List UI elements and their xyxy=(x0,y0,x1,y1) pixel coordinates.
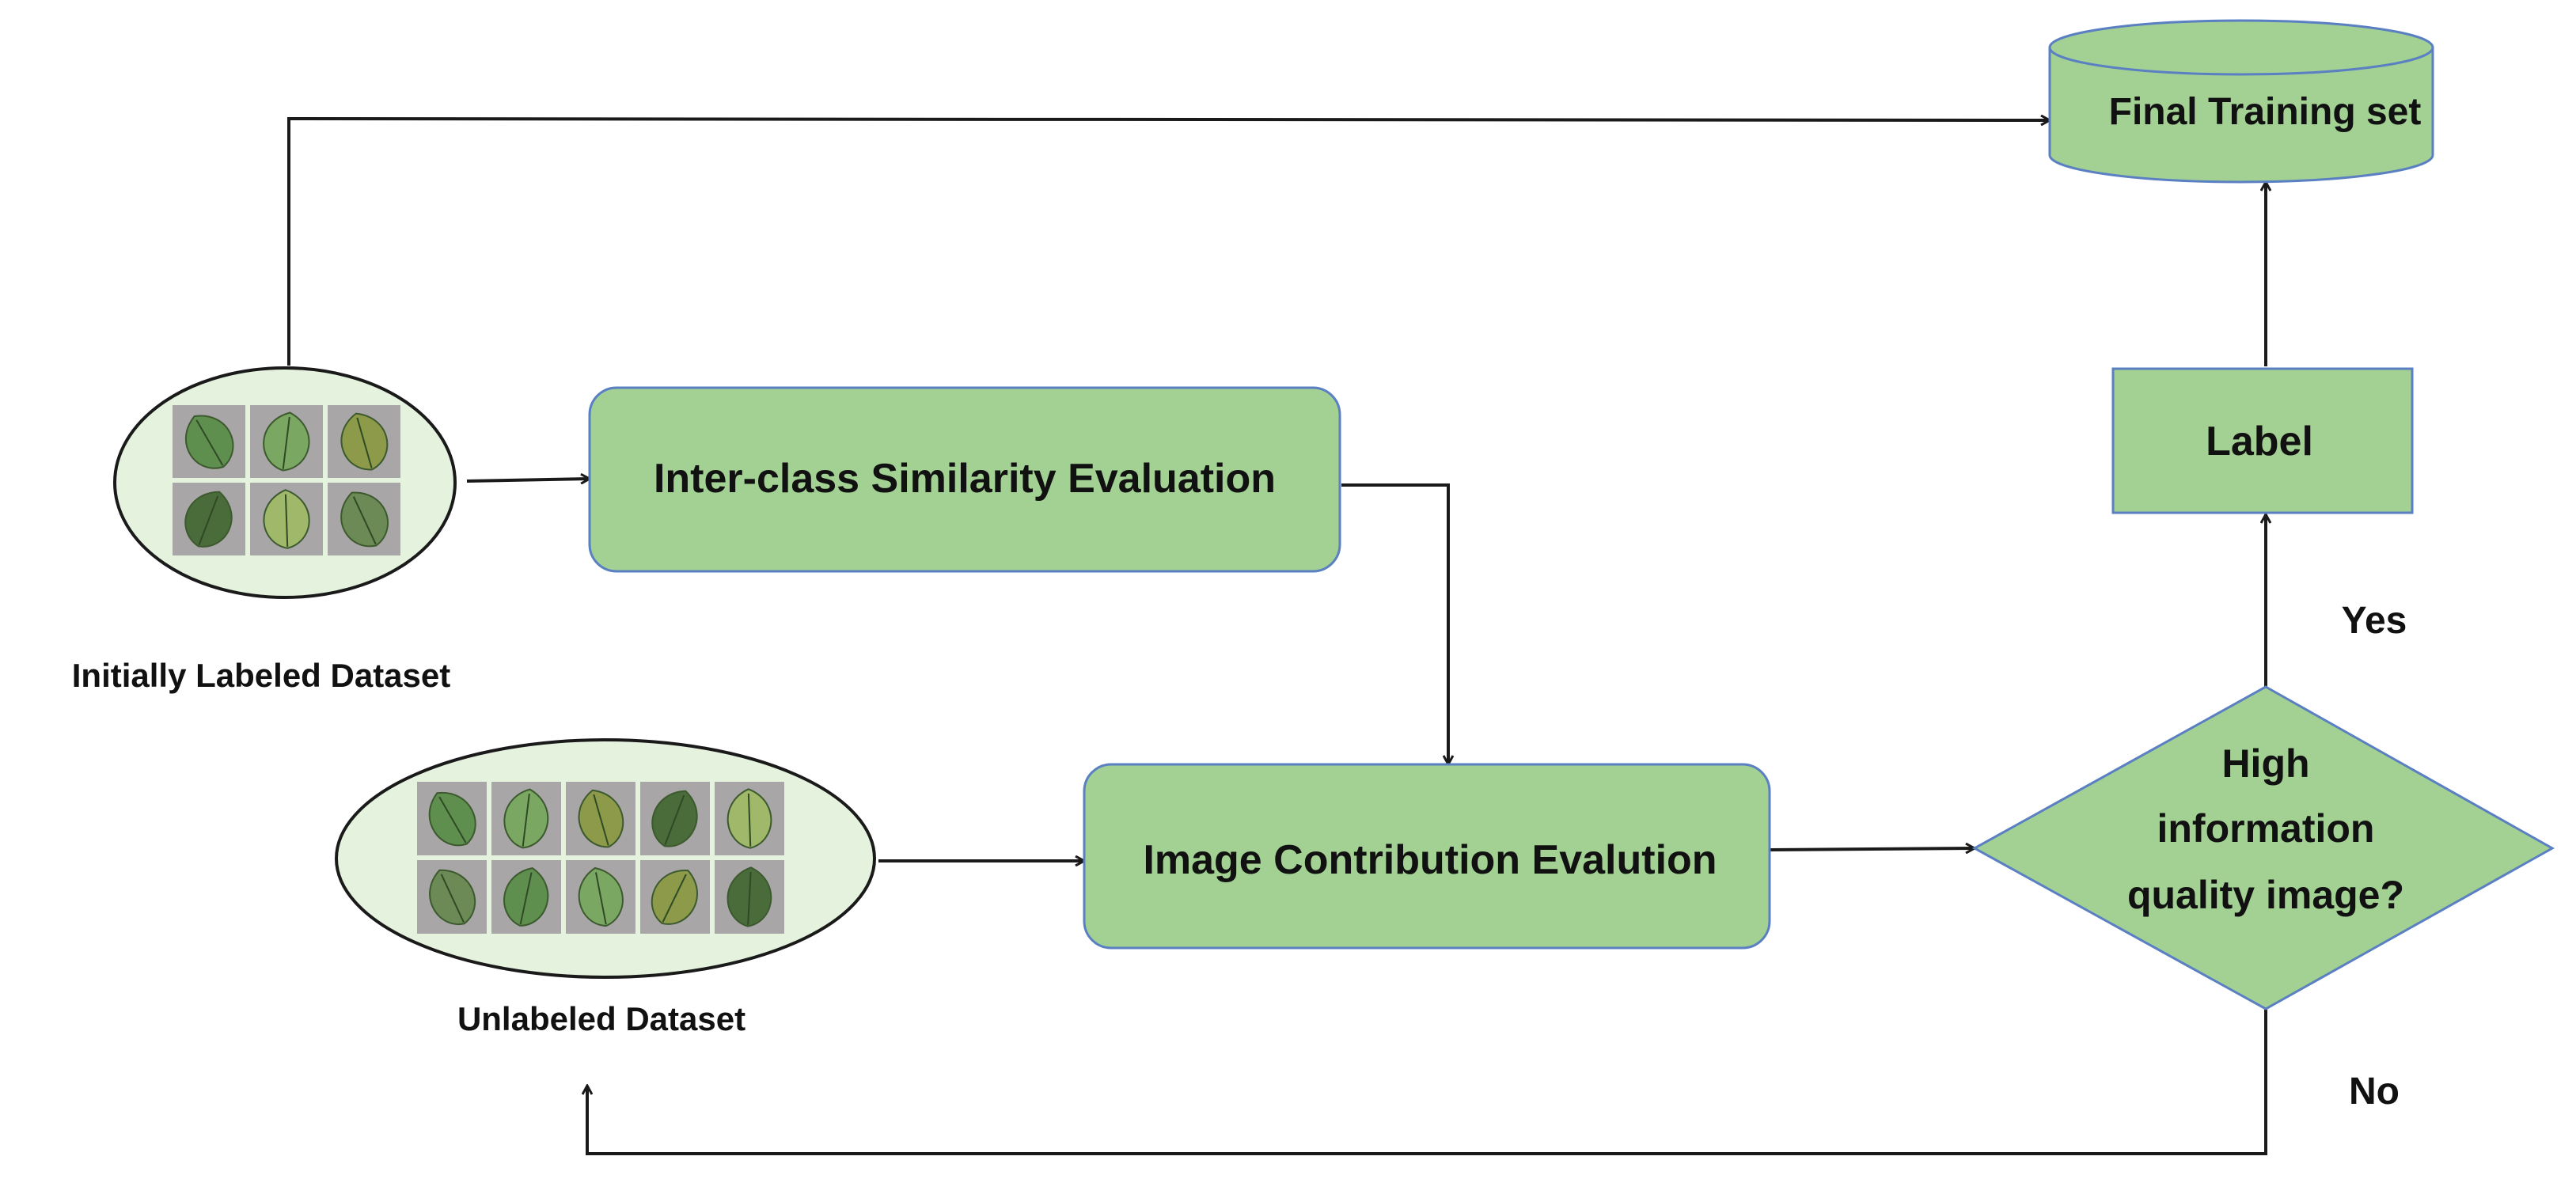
leaf-vein xyxy=(352,496,377,545)
leaf-vein xyxy=(284,494,289,547)
edge-decision-no-loop xyxy=(587,1009,2267,1155)
leaf-thumbnail xyxy=(640,860,710,934)
leaf-vein xyxy=(282,416,290,469)
decision-line-2: information xyxy=(2157,806,2375,851)
leaf-thumbnail xyxy=(640,782,710,855)
label-text: Label xyxy=(2206,419,2313,464)
edge-labeled-to-interclass xyxy=(466,479,590,481)
image-contribution-label: Image Contribution Evalution xyxy=(1143,837,1717,883)
labeled-image-grid xyxy=(173,405,400,555)
leaf-vein xyxy=(593,794,609,846)
leaf-vein xyxy=(662,874,687,923)
leaf-vein xyxy=(195,419,224,466)
decision-diamond xyxy=(1971,685,2555,1010)
edge-interclass-to-contribution xyxy=(1341,483,1448,764)
leaf-thumbnail xyxy=(173,483,245,555)
leaf-thumbnail xyxy=(491,860,561,934)
decision-line-3: quality image? xyxy=(2127,873,2404,917)
leaf-vein xyxy=(438,796,467,843)
leaf-thumbnail xyxy=(328,483,400,555)
inter-class-label: Inter-class Similarity Evaluation xyxy=(654,456,1276,502)
image-contribution-box xyxy=(1083,763,1771,950)
edge-contribution-to-decision xyxy=(1770,848,1975,850)
unlabeled-dataset-ellipse xyxy=(335,738,876,979)
leaf-vein xyxy=(747,871,752,925)
label-node: Label xyxy=(2111,367,2414,514)
leaf-thumbnail xyxy=(566,782,635,855)
connectors xyxy=(287,119,2267,1155)
leaf-thumbnail xyxy=(491,782,561,855)
labeled-dataset xyxy=(113,366,457,599)
leaf-vein xyxy=(522,793,530,847)
inter-class-box xyxy=(588,386,1341,573)
leaf-thumbnail xyxy=(250,405,323,478)
unlabeled-image-grid xyxy=(417,782,784,934)
cylinder-top xyxy=(2048,19,2434,76)
final-training-set-database: Final Training set xyxy=(2048,19,2434,184)
edge-label-yes: Yes xyxy=(2342,600,2407,642)
labeled-dataset-caption: Initially Labeled Dataset xyxy=(72,657,451,694)
leaf-thumbnail xyxy=(417,860,487,934)
decision-node: High information quality image? xyxy=(1971,685,2555,1010)
image-contribution-node: Image Contribution Evalution xyxy=(1083,763,1771,950)
leaf-vein xyxy=(519,872,533,925)
leaf-vein xyxy=(594,872,607,925)
leaf-thumbnail xyxy=(250,483,323,555)
leaf-thumbnail xyxy=(715,860,784,934)
unlabeled-dataset xyxy=(335,738,876,979)
leaf-vein xyxy=(440,874,465,923)
leaf-thumbnail xyxy=(566,860,635,934)
label-box xyxy=(2111,367,2414,514)
leaf-vein xyxy=(664,794,685,845)
unlabeled-dataset-caption: Unlabeled Dataset xyxy=(457,1000,745,1037)
leaf-thumbnail xyxy=(328,405,400,478)
inter-class-similarity-node: Inter-class Similarity Evaluation xyxy=(588,386,1341,573)
edge-labeled-to-final xyxy=(287,119,2050,366)
leaf-vein xyxy=(356,417,373,468)
leaf-vein xyxy=(198,495,219,545)
leaf-thumbnail xyxy=(715,782,784,855)
leaf-thumbnail xyxy=(173,405,245,478)
cylinder-body xyxy=(2048,46,2434,184)
edge-label-no: No xyxy=(2349,1071,2400,1113)
final-training-set-label: Final Training set xyxy=(2109,91,2422,133)
decision-line-1: High xyxy=(2221,741,2309,786)
leaf-vein xyxy=(747,793,752,847)
leaf-thumbnail xyxy=(417,782,487,855)
